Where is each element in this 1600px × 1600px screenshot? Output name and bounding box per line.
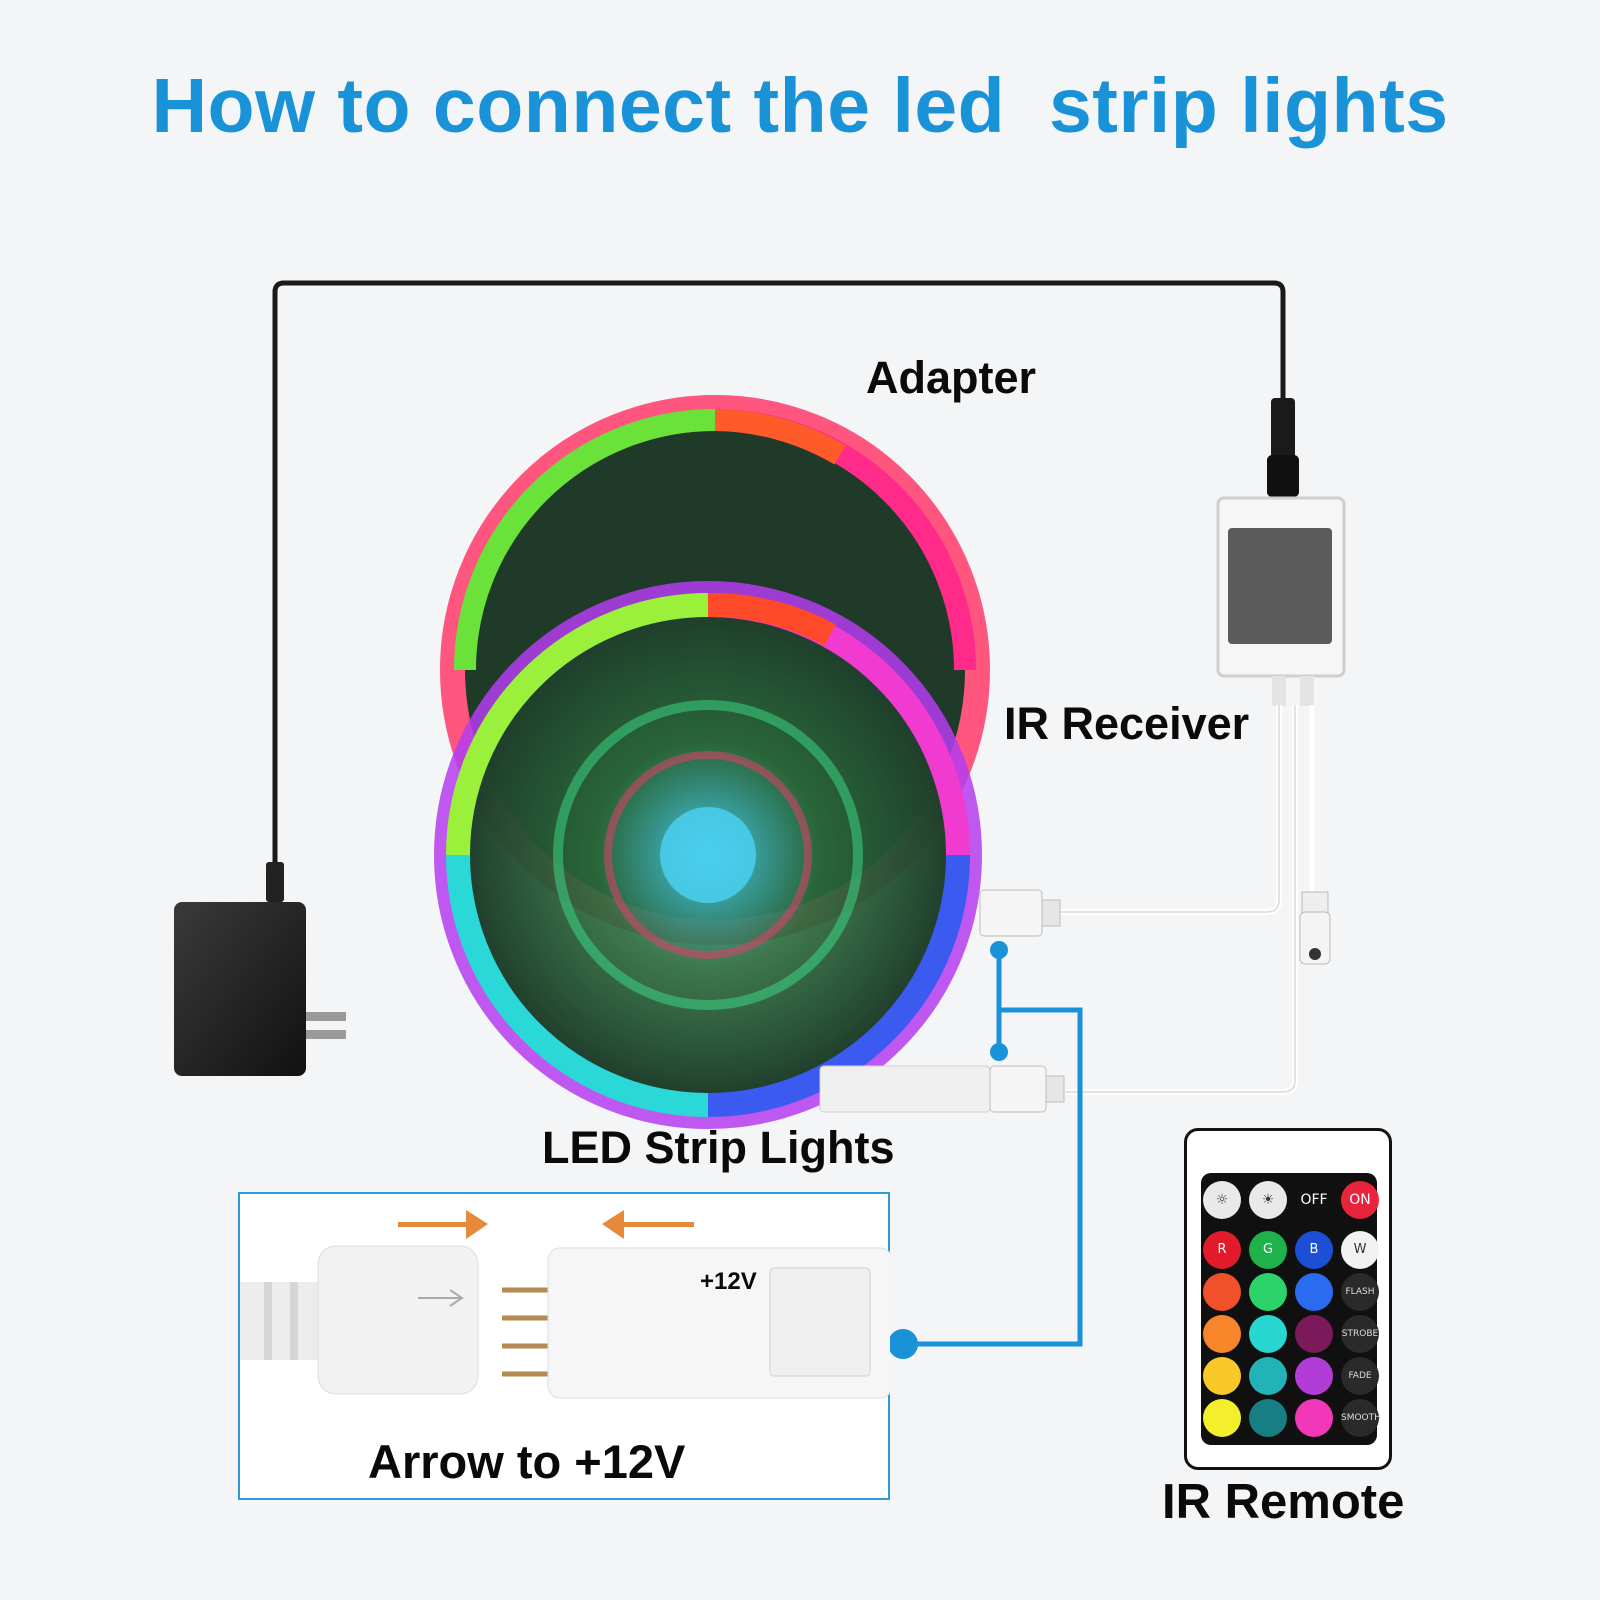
callout-dot-top xyxy=(990,941,1008,959)
remote-color-button[interactable] xyxy=(1249,1357,1287,1395)
dc-plug-icon xyxy=(1267,398,1299,497)
remote-color-button[interactable] xyxy=(1203,1315,1241,1353)
remote-color-button[interactable]: W xyxy=(1341,1231,1379,1269)
power-cable xyxy=(272,280,1286,900)
connector-detail-inset: +12V Arrow to +12V xyxy=(238,1192,890,1500)
ir-receiver-label: IR Receiver xyxy=(1004,698,1250,749)
off-button[interactable]: OFF xyxy=(1295,1181,1333,1219)
adapter-icon xyxy=(174,862,346,1076)
remote-color-button[interactable] xyxy=(1203,1273,1241,1311)
remote-color-button[interactable] xyxy=(1203,1357,1241,1395)
remote-color-button[interactable] xyxy=(1249,1273,1287,1311)
arrow-left-icon xyxy=(602,1210,694,1239)
strip-connector-bottom xyxy=(819,1065,1065,1113)
callout-lines xyxy=(904,950,1083,1347)
ir-receiver-icon xyxy=(1216,496,1346,706)
callout-dot-inset xyxy=(888,1329,918,1359)
led-strip-end-icon xyxy=(547,1247,890,1399)
remote-color-button[interactable] xyxy=(1295,1399,1333,1437)
remote-color-button[interactable]: B xyxy=(1295,1231,1333,1269)
remote-color-button[interactable]: FADE xyxy=(1341,1357,1379,1395)
strip-connector-top xyxy=(979,889,1061,937)
remote-color-button[interactable]: G xyxy=(1249,1231,1287,1269)
page-title: How to connect the led strip lights xyxy=(151,63,1449,149)
ir-remote-label: IR Remote xyxy=(1162,1475,1405,1529)
remote-color-button[interactable] xyxy=(1203,1399,1241,1437)
brightness-down-icon[interactable]: ☼ xyxy=(1203,1181,1241,1219)
adapter-label: Adapter xyxy=(866,352,1037,403)
callout-dot-middle xyxy=(990,1043,1008,1061)
remote-color-button[interactable]: SMOOTH xyxy=(1341,1399,1381,1437)
remote-color-button[interactable] xyxy=(1295,1357,1333,1395)
remote-color-button[interactable] xyxy=(1295,1315,1333,1353)
arrow-to-12v-label: Arrow to +12V xyxy=(368,1435,686,1488)
brightness-up-icon[interactable]: ☀ xyxy=(1249,1181,1287,1219)
dc-jack-icon xyxy=(1299,891,1331,965)
arrow-right-icon xyxy=(398,1210,488,1239)
led-strip-lights-label: LED Strip Lights xyxy=(542,1122,895,1173)
plus-12v-label: +12V xyxy=(700,1268,757,1295)
remote-color-button[interactable]: R xyxy=(1203,1231,1241,1269)
female-connector-icon xyxy=(240,1245,479,1395)
remote-color-button[interactable] xyxy=(1249,1399,1287,1437)
remote-color-button[interactable] xyxy=(1249,1315,1287,1353)
remote-color-button[interactable] xyxy=(1295,1273,1333,1311)
pin-header-icon xyxy=(502,1287,552,1377)
on-button[interactable]: ON xyxy=(1341,1181,1379,1219)
led-reel-front xyxy=(434,581,982,1129)
remote-color-button[interactable]: FLASH xyxy=(1341,1273,1379,1311)
remote-color-button[interactable]: STROBE xyxy=(1341,1315,1379,1353)
